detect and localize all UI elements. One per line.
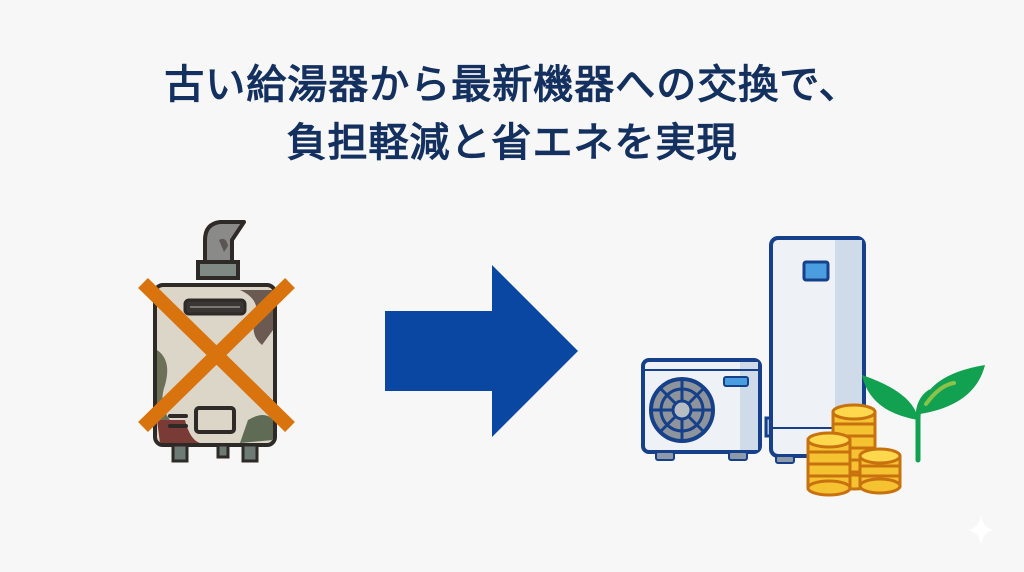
- arrow-right-icon: [385, 265, 578, 437]
- heat-pump-outdoor-unit-icon: [641, 358, 778, 461]
- cross-out-icon: [138, 277, 295, 433]
- coin-stacks-icon: [806, 403, 902, 497]
- old-water-heater-icon: [153, 220, 277, 463]
- headline-line-2: 負担軽減と省エネを実現: [286, 120, 738, 166]
- headline-line-1: 古い給湯器から最新機器への交換で、: [164, 62, 860, 108]
- sprout-icon: [862, 365, 985, 463]
- sparkle-icon: [968, 515, 994, 545]
- headline: 古い給湯器から最新機器への交換で、 負担軽減と省エネを実現: [0, 56, 1024, 172]
